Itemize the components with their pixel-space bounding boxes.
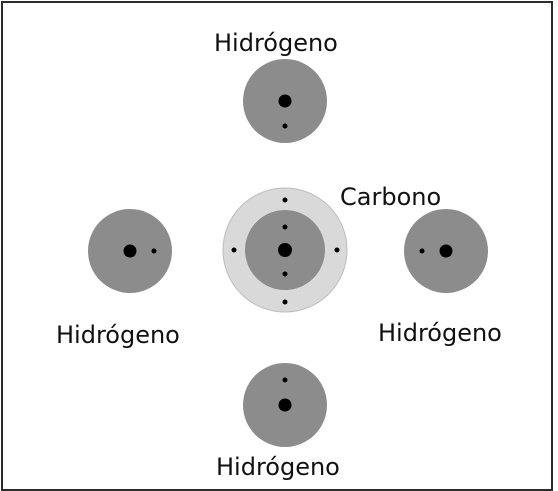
carbon-inner-electron — [282, 271, 288, 277]
carbon-inner-electron — [282, 224, 288, 230]
carbon-nucleus — [278, 243, 292, 257]
hydrogen-top-label: Hidrógeno — [214, 29, 338, 57]
hydrogen-bottom-label: Hidrógeno — [216, 453, 340, 481]
carbon-outer-electron — [282, 299, 288, 305]
hydrogen-right-nucleus — [439, 244, 453, 258]
hydrogen-left-nucleus — [123, 244, 137, 258]
hydrogen-right-label: Hidrógeno — [378, 319, 502, 347]
hydrogen-bottom-electron — [282, 377, 288, 383]
carbon-outer-electron — [334, 247, 340, 253]
hydrogen-left-label: Hidrógeno — [56, 321, 180, 349]
hydrogen-top-nucleus — [278, 94, 292, 108]
carbon-outer-electron — [282, 197, 288, 203]
carbon-atom — [222, 187, 348, 313]
carbon-label: Carbono — [340, 183, 442, 211]
hydrogen-atom-right — [404, 209, 488, 293]
hydrogen-atom-top — [243, 59, 327, 143]
hydrogen-atom-left — [88, 209, 172, 293]
hydrogen-atom-bottom — [243, 363, 327, 447]
carbon-outer-electron — [231, 247, 237, 253]
hydrogen-right-electron — [419, 248, 425, 254]
hydrogen-bottom-nucleus — [278, 398, 292, 412]
hydrogen-left-electron — [151, 248, 157, 254]
hydrogen-top-electron — [282, 123, 288, 129]
